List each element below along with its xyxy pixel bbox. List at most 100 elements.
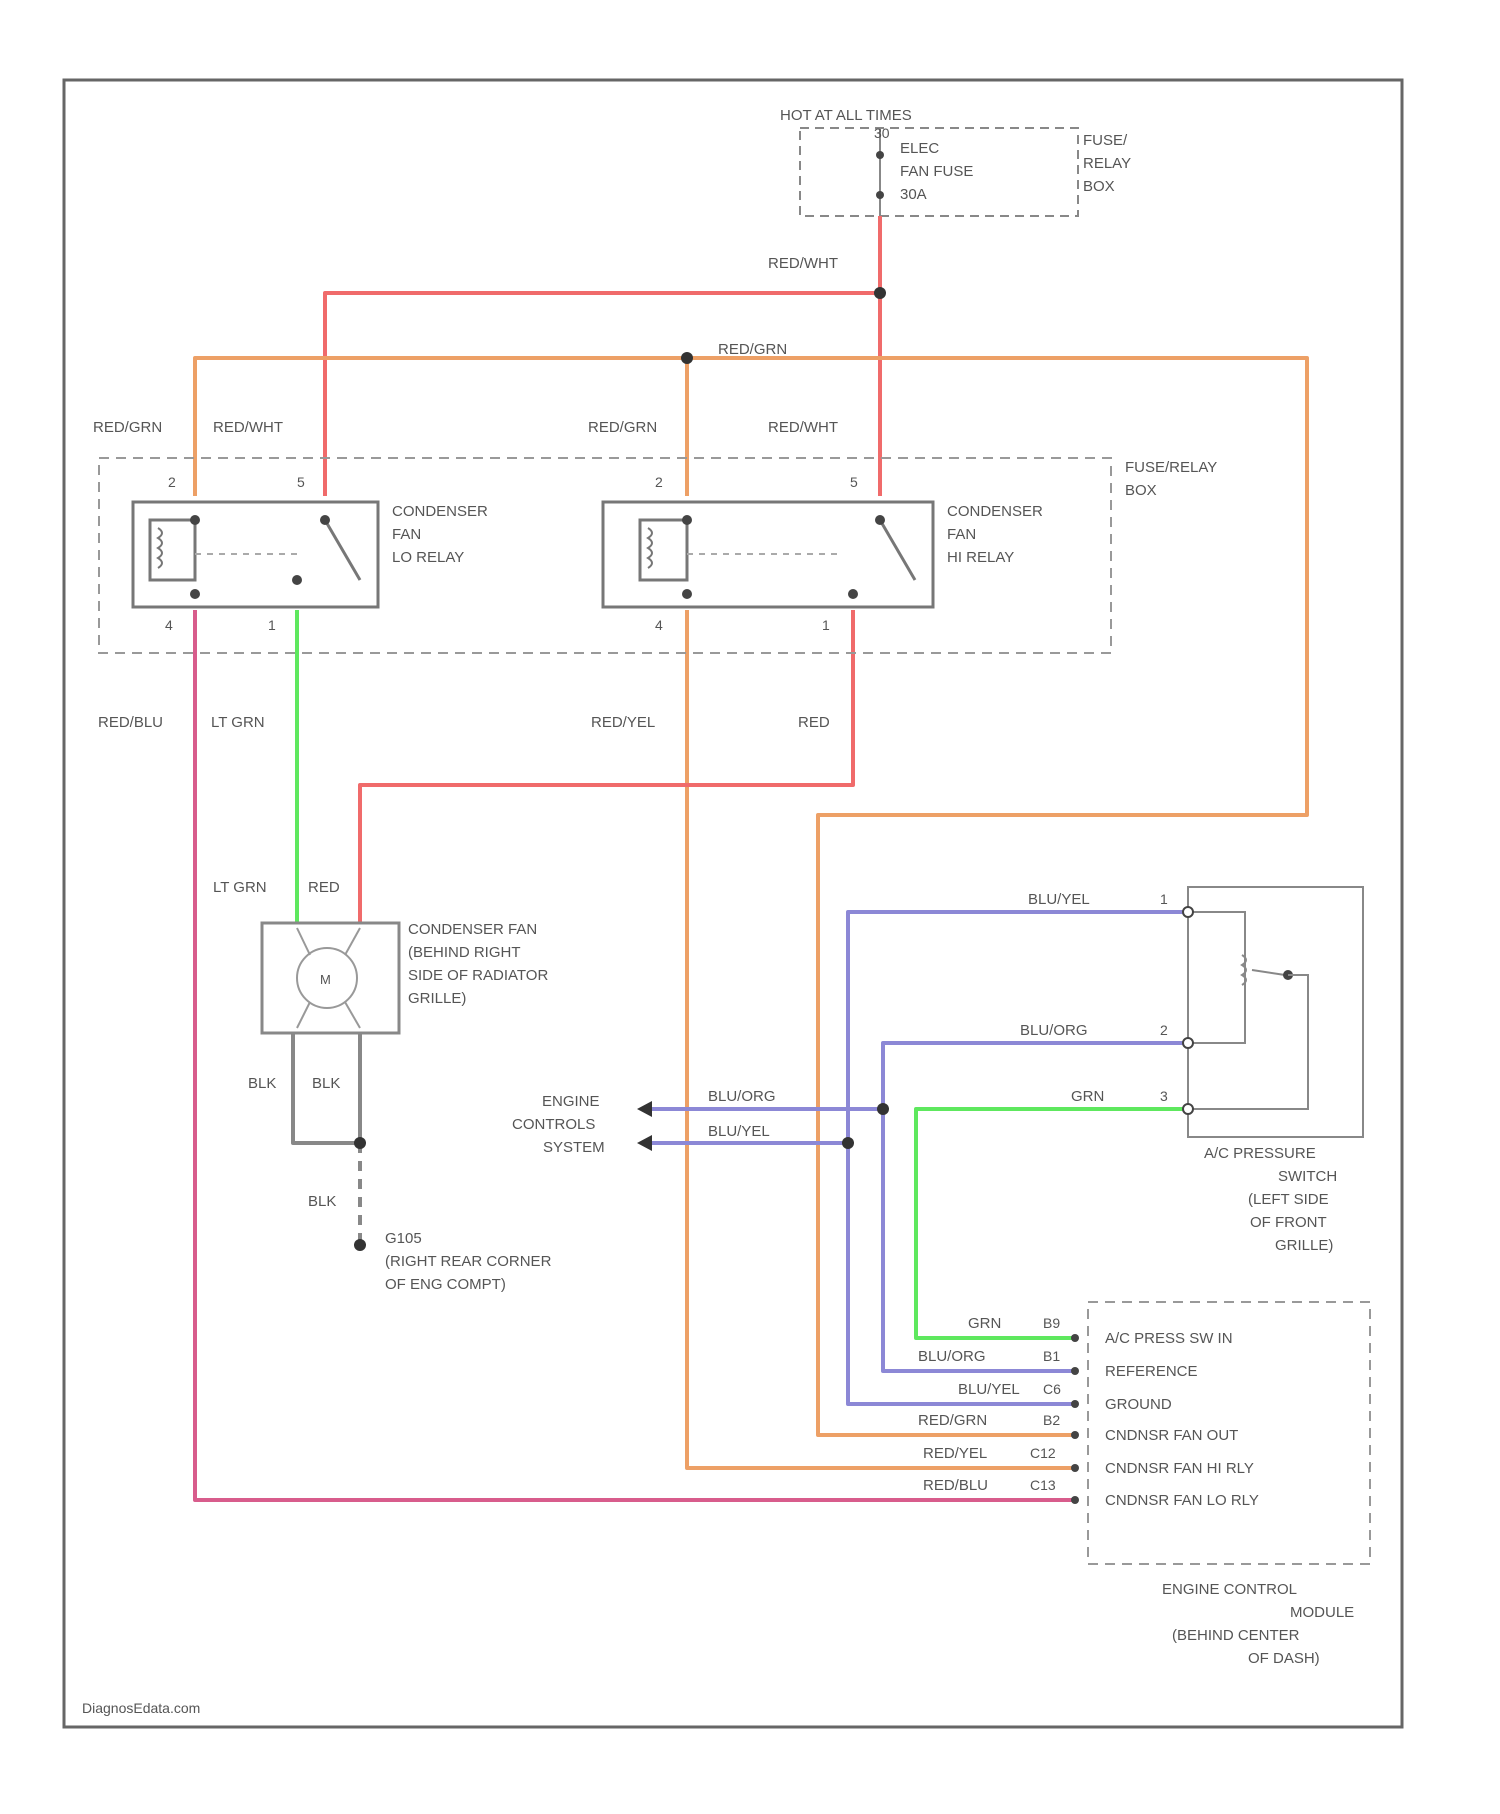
wire-red-blu — [195, 610, 1075, 1500]
hi-relay-label-3: HI RELAY — [947, 549, 1014, 566]
switch-label-3: (LEFT SIDE — [1248, 1191, 1329, 1208]
label-fan-lt-grn: LT GRN — [213, 879, 267, 896]
fan-label-3: SIDE OF RADIATOR — [408, 967, 548, 984]
ec-label-1: ENGINE — [542, 1093, 600, 1110]
label-hi-red-wht: RED/WHT — [768, 419, 838, 436]
switch-label-1: A/C PRESSURE — [1204, 1145, 1316, 1162]
ecm-wire-4: RED/YEL — [923, 1445, 987, 1462]
ecm-wire-0: GRN — [968, 1315, 1001, 1332]
label-red-yel: RED/YEL — [591, 714, 655, 731]
hi-pin-1: 1 — [822, 617, 830, 633]
hi-pin-2: 2 — [655, 474, 663, 490]
engine-controls-system: ENGINE CONTROLS SYSTEM — [512, 1093, 652, 1156]
label-blk-1: BLK — [248, 1075, 276, 1092]
fuse-box-label-2: RELAY — [1083, 155, 1131, 172]
fuse-box-label-1: FUSE/ — [1083, 132, 1128, 149]
lo-pin-4: 4 — [165, 617, 173, 633]
ecm-label-2: MODULE — [1290, 1604, 1354, 1621]
ecm-pin-4: C12 — [1030, 1445, 1056, 1461]
wire-red — [360, 610, 853, 925]
ecm-wire-1: BLU/ORG — [918, 1348, 986, 1365]
label-ec-blu-yel: BLU/YEL — [708, 1123, 770, 1140]
hi-pin-4: 4 — [655, 617, 663, 633]
ecm-func-3: CNDNSR FAN OUT — [1105, 1427, 1238, 1444]
fuse-box-label-3: BOX — [1083, 178, 1115, 195]
ecm-func-5: CNDNSR FAN LO RLY — [1105, 1492, 1259, 1509]
lo-pin-5: 5 — [297, 474, 305, 490]
label-lt-grn: LT GRN — [211, 714, 265, 731]
wires — [195, 216, 1307, 1500]
wire-blu-org-switch — [883, 1043, 1185, 1371]
label-sw-blu-yel: BLU/YEL — [1028, 891, 1090, 908]
label-red-blu: RED/BLU — [98, 714, 163, 731]
wire-red-wht-lo — [325, 293, 880, 496]
ec-label-3: SYSTEM — [543, 1139, 605, 1156]
fan-label-2: (BEHIND RIGHT — [408, 944, 521, 961]
switch-pin-3: 3 — [1160, 1088, 1168, 1104]
hi-relay-label-2: FAN — [947, 526, 976, 543]
ecm-func-1: REFERENCE — [1105, 1363, 1198, 1380]
ecm-pin-1: B1 — [1043, 1348, 1060, 1364]
lo-relay-label-1: CONDENSER — [392, 503, 488, 520]
ec-label-2: CONTROLS — [512, 1116, 595, 1133]
label-red-wht-top: RED/WHT — [768, 255, 838, 272]
switch-label-2: SWITCH — [1278, 1168, 1337, 1185]
ecm-pin-rows — [1071, 1334, 1079, 1504]
condenser-fan-motor: M CONDENSER FAN (BEHIND RIGHT SIDE OF RA… — [262, 921, 548, 1033]
hi-relay: 2 5 4 1 CONDENSER FAN HI RELAY — [603, 474, 1043, 633]
ecm-func-4: CNDNSR FAN HI RLY — [1105, 1460, 1254, 1477]
ecm-func-0: A/C PRESS SW IN — [1105, 1330, 1233, 1347]
switch-label-5: GRILLE) — [1275, 1237, 1333, 1254]
ecm-label-4: OF DASH) — [1248, 1650, 1320, 1667]
fuse-rating: 30A — [900, 186, 927, 203]
label-red: RED — [798, 714, 830, 731]
relay-box-label-2: BOX — [1125, 482, 1157, 499]
ecm-label-3: (BEHIND CENTER — [1172, 1627, 1300, 1644]
fan-label-4: GRILLE) — [408, 990, 466, 1007]
engine-control-module: GRN B9 A/C PRESS SW IN BLU/ORG B1 REFERE… — [918, 1302, 1370, 1667]
ecm-wire-2: BLU/YEL — [958, 1381, 1020, 1398]
lo-pin-1: 1 — [268, 617, 276, 633]
hot-at-all-times-label: HOT AT ALL TIMES — [780, 107, 912, 124]
watermark: DiagnosEdata.com — [82, 1700, 200, 1716]
switch-pin-2: 2 — [1160, 1022, 1168, 1038]
ecm-pin-2: C6 — [1043, 1381, 1061, 1397]
label-sw-grn: GRN — [1071, 1088, 1104, 1105]
switch-pin-1: 1 — [1160, 891, 1168, 907]
ecm-func-2: GROUND — [1105, 1396, 1172, 1413]
switch-label-4: OF FRONT — [1250, 1214, 1327, 1231]
label-red-grn-top: RED/GRN — [718, 341, 787, 358]
hi-relay-label-1: CONDENSER — [947, 503, 1043, 520]
svg-text:30: 30 — [874, 125, 890, 141]
ac-pressure-switch: 1 2 3 A/C PRESSURE SWITCH (LEFT SIDE OF … — [1160, 887, 1363, 1254]
wire-grn-switch — [916, 1109, 1185, 1338]
label-sw-blu-org: BLU/ORG — [1020, 1022, 1088, 1039]
label-hi-red-grn: RED/GRN — [588, 419, 657, 436]
fan-label-1: CONDENSER FAN — [408, 921, 537, 938]
label-lo-red-wht: RED/WHT — [213, 419, 283, 436]
ground-label-3: OF ENG COMPT) — [385, 1276, 506, 1293]
lo-pin-2: 2 — [168, 474, 176, 490]
ecm-wire-5: RED/BLU — [923, 1477, 988, 1494]
fuse-name-line2: FAN FUSE — [900, 163, 973, 180]
label-blk-2: BLK — [312, 1075, 340, 1092]
ecm-pin-0: B9 — [1043, 1315, 1060, 1331]
wire-color-labels: RED/WHT RED/GRN RED/GRN RED/WHT RED/GRN … — [93, 255, 1104, 1210]
label-lo-red-grn: RED/GRN — [93, 419, 162, 436]
motor-symbol: M — [320, 972, 331, 987]
relay-box-label-1: FUSE/RELAY — [1125, 459, 1217, 476]
lo-relay-label-2: FAN — [392, 526, 421, 543]
hi-pin-5: 5 — [850, 474, 858, 490]
label-fan-red: RED — [308, 879, 340, 896]
label-blk-3: BLK — [308, 1193, 336, 1210]
fuse-relay-box-top: HOT AT ALL TIMES 30 ELEC FAN FUSE 30A FU… — [780, 107, 1131, 216]
ecm-pin-5: C13 — [1030, 1477, 1056, 1493]
fuse-name-line1: ELEC — [900, 140, 939, 157]
lo-relay: 2 5 4 1 CONDENSER FAN LO RELAY — [133, 474, 488, 633]
ground-g105: G105 (RIGHT REAR CORNER OF ENG COMPT) — [385, 1230, 552, 1293]
ecm-pin-3: B2 — [1043, 1412, 1060, 1428]
lo-relay-label-3: LO RELAY — [392, 549, 464, 566]
ground-label-1: G105 — [385, 1230, 422, 1247]
ecm-label-1: ENGINE CONTROL — [1162, 1581, 1297, 1598]
